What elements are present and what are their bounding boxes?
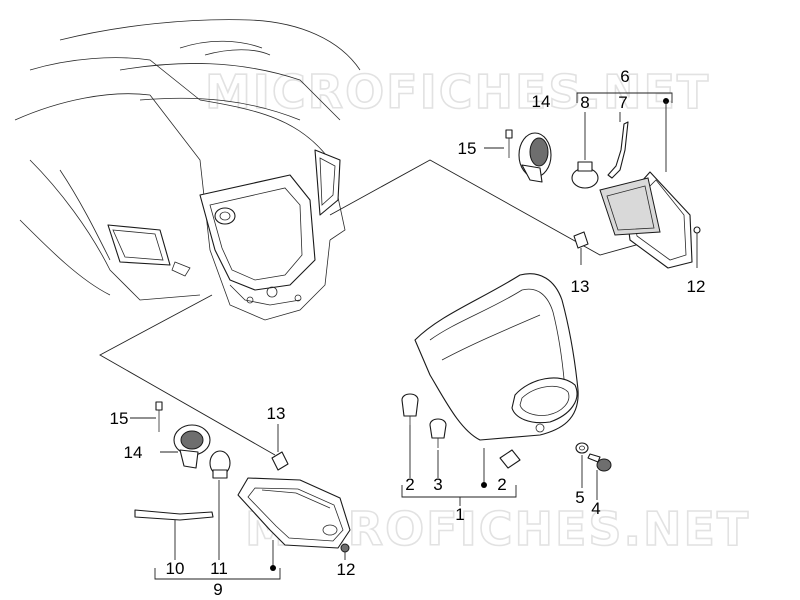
callout-4: 4 bbox=[591, 499, 600, 518]
socket-14-lower bbox=[173, 424, 211, 469]
screw-4 bbox=[587, 453, 612, 472]
screw-12-lower bbox=[340, 543, 350, 553]
dot-1 bbox=[481, 482, 487, 488]
screw-12-upper bbox=[693, 226, 701, 234]
dot-9 bbox=[270, 565, 276, 571]
callout-3: 3 bbox=[433, 475, 442, 494]
front-body-shield bbox=[14, 19, 361, 321]
callout-14-upper: 14 bbox=[532, 92, 551, 111]
clip-13-upper bbox=[573, 231, 589, 249]
callout-1: 1 bbox=[455, 505, 464, 524]
bulb-11 bbox=[209, 450, 231, 479]
watermark-top: MICROFICHES.NET bbox=[205, 65, 710, 119]
washer-5 bbox=[575, 442, 589, 454]
callout-12-upper: 12 bbox=[687, 277, 706, 296]
callout-8: 8 bbox=[580, 93, 589, 112]
right-indicator-lens bbox=[599, 171, 693, 269]
bulb-2-right bbox=[499, 449, 521, 469]
socket-14-upper bbox=[518, 132, 552, 183]
screw-15-upper bbox=[505, 129, 513, 158]
seal-7-upper bbox=[607, 121, 629, 179]
callout-9: 9 bbox=[213, 580, 222, 599]
bracket-1 bbox=[401, 485, 517, 498]
callout-11: 11 bbox=[210, 559, 228, 578]
callout-12-lower: 12 bbox=[337, 560, 356, 579]
bulb-2-left bbox=[401, 393, 419, 425]
callout-15-lower: 15 bbox=[110, 409, 129, 428]
callout-13-upper: 13 bbox=[571, 277, 590, 296]
callout-14-lower: 14 bbox=[124, 443, 143, 462]
left-indicator-lens bbox=[237, 477, 351, 549]
callout-5: 5 bbox=[575, 488, 584, 507]
bracket-6 bbox=[576, 92, 673, 103]
clip-13-lower bbox=[271, 451, 289, 471]
callout-2-right: 2 bbox=[497, 475, 506, 494]
bulb-3 bbox=[429, 418, 447, 448]
screw-15-lower bbox=[155, 401, 163, 432]
callout-10: 10 bbox=[166, 559, 185, 578]
bulb-8-upper bbox=[571, 161, 599, 189]
callout-15-upper: 15 bbox=[458, 139, 477, 158]
callout-6: 6 bbox=[620, 67, 629, 86]
front-shield-cover-1 bbox=[414, 273, 579, 441]
seal-10 bbox=[134, 509, 214, 521]
callout-2-left: 2 bbox=[405, 475, 414, 494]
leader-left-assembly bbox=[99, 294, 276, 456]
callout-7: 7 bbox=[618, 93, 627, 112]
bracket-9 bbox=[154, 568, 281, 580]
callout-13-lower: 13 bbox=[267, 404, 286, 423]
